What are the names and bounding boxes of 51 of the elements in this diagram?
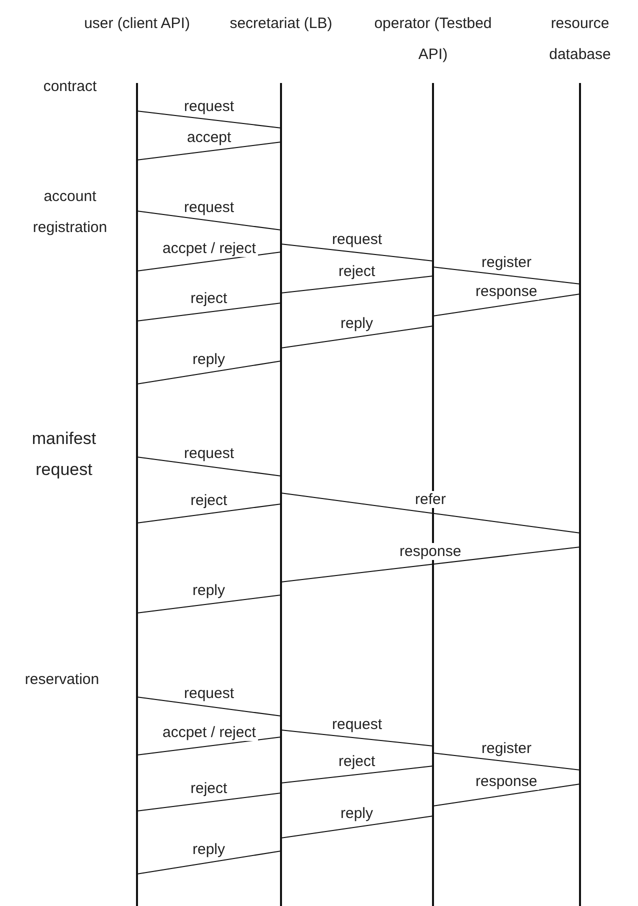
- message-line: [136, 142, 282, 160]
- message-line: [136, 792, 282, 812]
- phase-label: contract: [42, 77, 98, 97]
- edge-label: reject: [336, 262, 378, 280]
- message-line: [136, 696, 282, 716]
- message-line: [280, 730, 434, 746]
- message-line: [280, 492, 580, 534]
- message-line: [136, 456, 282, 476]
- message-line: [136, 210, 282, 230]
- message-line: [432, 294, 580, 316]
- message-line: [280, 546, 580, 582]
- participant-label: resource database: [548, 14, 612, 65]
- message-line: [280, 326, 434, 348]
- message-line: [280, 276, 434, 294]
- edge-label: reply: [190, 582, 228, 599]
- message-line: [136, 504, 282, 524]
- message-line: [432, 784, 580, 806]
- edge-label: request: [330, 716, 384, 733]
- edge-label: refer: [413, 491, 448, 508]
- participant-label: secretariat (LB): [228, 14, 334, 34]
- edge-label: reply: [190, 350, 228, 368]
- participant-label: operator (Testbed API): [373, 14, 493, 65]
- participant-label: user (client API): [83, 14, 191, 34]
- message-line: [136, 302, 282, 322]
- edge-label: reject: [188, 290, 230, 307]
- edge-label: reply: [338, 315, 376, 332]
- message-line: [280, 816, 434, 838]
- edge-label: register: [480, 740, 534, 756]
- message-line: [136, 110, 282, 128]
- edge-label: response: [398, 542, 464, 560]
- message-line: [136, 736, 282, 756]
- edge-label: accpet / reject: [160, 240, 258, 256]
- edge-label: reply: [338, 805, 376, 822]
- message-line: [136, 850, 282, 874]
- edge-label: accept: [185, 129, 234, 146]
- message-line: [432, 752, 580, 770]
- edge-label: accpet / reject: [160, 724, 258, 741]
- message-line: [280, 244, 434, 262]
- message-line: [432, 266, 580, 284]
- message-line: [280, 766, 434, 784]
- message-line: [136, 252, 282, 272]
- edge-label: reply: [190, 840, 228, 858]
- edge-label: register: [480, 254, 534, 270]
- edge-label: reject: [188, 492, 230, 508]
- message-line: [136, 594, 282, 614]
- phase-label: reservation: [24, 670, 100, 690]
- phase-label: manifest request: [30, 428, 98, 481]
- edge-label: reject: [336, 752, 378, 770]
- edge-label: reject: [188, 780, 230, 797]
- message-line: [136, 360, 282, 384]
- phase-label: account registration: [32, 187, 108, 238]
